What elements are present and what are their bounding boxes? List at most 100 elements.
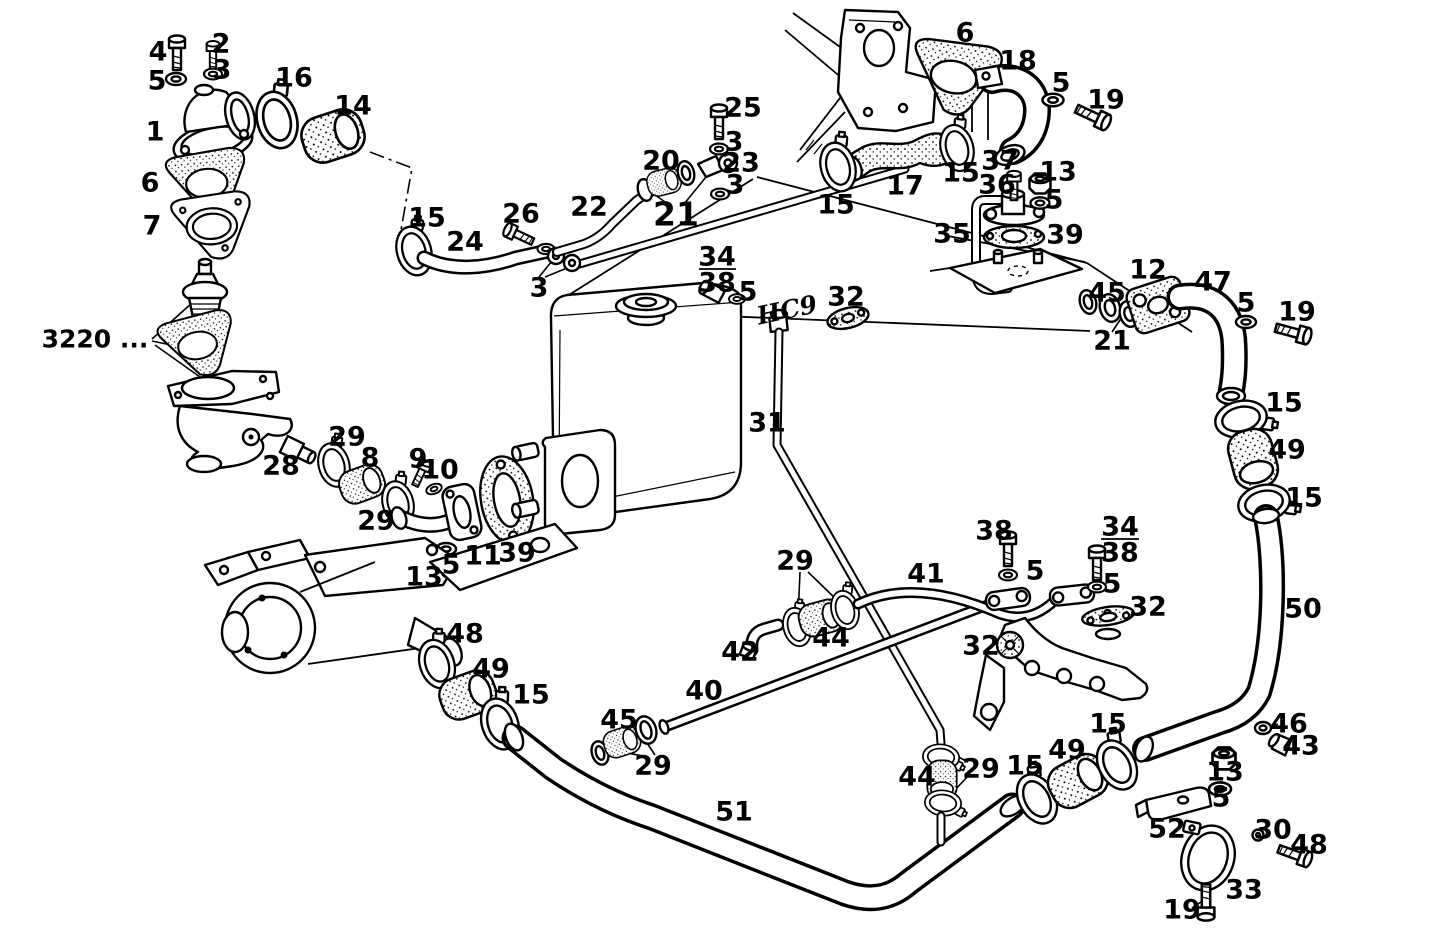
part-label-5: 5 (442, 550, 461, 581)
part-label-5: 5 (1045, 185, 1064, 216)
part-label-7: 7 (143, 211, 162, 242)
part-label-5: 5 (1103, 569, 1122, 600)
part-label-44: 44 (898, 762, 936, 793)
part-label-47: 47 (1194, 267, 1232, 298)
part-label-26: 26 (502, 199, 540, 230)
part-label-29: 29 (962, 754, 1000, 785)
part-label-38: 38 (975, 516, 1013, 547)
thermostat-group (154, 257, 241, 384)
part-label-3: 3 (213, 55, 232, 86)
part-label-9: 9 (409, 444, 428, 475)
water-elbow-18 (973, 64, 1051, 167)
part-label-15: 15 (1265, 388, 1303, 419)
part-label-18: 18 (999, 46, 1037, 77)
part-label-3: 3 (725, 127, 744, 158)
part-label-29: 29 (776, 546, 814, 577)
part-label-20: 20 (642, 146, 680, 177)
part-label-35: 35 (933, 219, 971, 250)
part-label-16: 16 (275, 63, 313, 94)
outlet-elbow-group (1078, 275, 1315, 407)
part-label-1: 1 (146, 117, 165, 148)
gasket-7 (169, 189, 255, 263)
part-label-5: 5 (1212, 783, 1231, 814)
part-label-43: 43 (1282, 731, 1320, 762)
part-label-15: 15 (408, 203, 446, 234)
part-label-29: 29 (634, 751, 672, 782)
hose-50-group (1132, 504, 1293, 763)
part-label-21: 21 (653, 195, 699, 234)
part-label-19: 19 (1163, 895, 1201, 926)
clamp-29 (922, 788, 971, 820)
part-label-15: 15 (1006, 751, 1044, 782)
part-label-10: 10 (421, 455, 459, 486)
part-label-6: 6 (141, 168, 160, 199)
part-label-4: 4 (149, 37, 168, 68)
pipe-31 (768, 308, 946, 748)
tank-outlet-flange (511, 428, 617, 536)
part-label-6: 6 (956, 18, 975, 49)
part-label-19: 19 (1087, 85, 1125, 116)
part-label-40: 40 (685, 676, 723, 707)
bracket-clamp-group (1134, 746, 1316, 922)
part-label-25: 25 (724, 93, 762, 124)
part-label-3: 3 (530, 273, 549, 304)
part-label-39: 39 (1046, 220, 1084, 251)
tank-union-38 (698, 279, 727, 305)
part-label-46: 46 (1270, 709, 1308, 740)
part-label-HC9: HC9 (753, 289, 820, 330)
part-label-22: 22 (570, 192, 608, 223)
bracket-52 (1134, 786, 1213, 822)
part-label-3220-: 3220 ... (42, 325, 149, 354)
part-label-48: 48 (1290, 830, 1328, 861)
part-label-17: 17 (886, 171, 924, 202)
part-label-37: 37 (981, 146, 1019, 177)
part-label-28: 28 (262, 451, 300, 482)
clamp-33 (1180, 819, 1236, 892)
part-label-34: 34 (698, 242, 736, 273)
part-label-5: 5 (148, 66, 167, 97)
part-label-13: 13 (405, 562, 443, 593)
part-label-45: 45 (1088, 278, 1126, 309)
elbow-42-group (738, 578, 865, 661)
hose-24-group (387, 211, 556, 281)
elbow-union-11 (441, 482, 483, 542)
part-label-42: 42 (721, 637, 759, 668)
water-pump (203, 522, 579, 756)
part-label-5: 5 (739, 277, 758, 308)
washer-46 (1253, 720, 1273, 736)
part-label-51: 51 (715, 797, 753, 828)
gasket-32 (1081, 605, 1135, 627)
part-label-34: 34 (1101, 512, 1139, 543)
part-label-31: 31 (748, 408, 786, 439)
union-32 (826, 305, 870, 331)
tank-cap (614, 292, 678, 327)
part-label-32: 32 (827, 282, 865, 313)
part-label-32: 32 (962, 631, 1000, 662)
part-label-41: 41 (907, 559, 945, 590)
thermostat-rail (972, 605, 1149, 732)
part-label-49: 49 (1268, 435, 1306, 466)
part-label-14: 14 (334, 91, 372, 122)
part-label-5: 5 (1237, 288, 1256, 319)
part-label-30: 30 (1254, 815, 1292, 846)
union-32-rosette (995, 630, 1025, 660)
part-label-15: 15 (512, 680, 550, 711)
part-label-38: 38 (1101, 538, 1139, 569)
part-label-45: 45 (600, 705, 638, 736)
part-label-13: 13 (1039, 157, 1077, 188)
union-35-group (929, 169, 1084, 295)
part-label-44: 44 (812, 623, 850, 654)
part-label-39: 39 (498, 538, 536, 569)
part-label-29: 29 (328, 422, 366, 453)
part-label-52: 52 (1148, 814, 1186, 845)
part-label-23: 23 (722, 148, 760, 179)
part-label-24: 24 (446, 227, 484, 258)
thermostat-cover-assembly (163, 34, 371, 263)
part-label-15: 15 (1285, 483, 1323, 514)
part-label-3: 3 (726, 170, 745, 201)
part-label-5: 5 (1052, 68, 1071, 99)
part-label-15: 15 (817, 190, 855, 221)
part-label-32: 32 (1129, 592, 1167, 623)
